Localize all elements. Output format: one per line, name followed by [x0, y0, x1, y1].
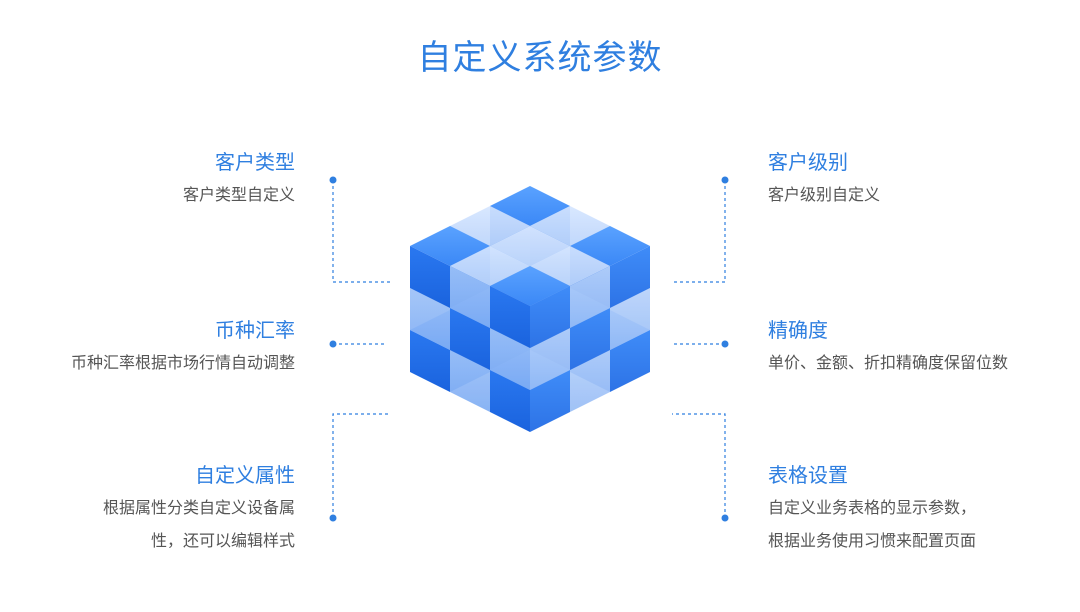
feature-desc: 单价、金额、折扣精确度保留位数: [768, 353, 1009, 372]
connector-dot: [721, 340, 729, 348]
feature-title: 精确度: [768, 318, 828, 342]
connector-dot: [721, 514, 729, 522]
connector-customer-type: [332, 180, 390, 283]
feature-desc-line-2: 根据业务使用习惯来配置页面: [768, 531, 977, 550]
connector-dot: [721, 176, 729, 184]
feature-precision: 精确度 单价、金额、折扣精确度保留位数: [768, 316, 1080, 379]
connector-custom-attributes: [332, 413, 390, 518]
feature-title: 客户级别: [768, 150, 848, 174]
feature-custom-attributes: 自定义属性 根据属性分类自定义设备属 性，还可以编辑样式: [0, 461, 295, 557]
feature-currency-rate: 币种汇率 币种汇率根据市场行情自动调整: [0, 316, 295, 379]
feature-title: 自定义属性: [195, 463, 295, 487]
feature-desc-line-1: 自定义业务表格的显示参数，: [768, 498, 977, 517]
connector-customer-level: [672, 180, 726, 283]
connector-dot: [329, 176, 337, 184]
feature-desc-line-1: 根据属性分类自定义设备属: [102, 498, 295, 517]
connector-dot: [329, 340, 337, 348]
feature-title: 表格设置: [768, 463, 848, 487]
feature-title: 客户类型: [215, 150, 295, 174]
feature-table-settings: 表格设置 自定义业务表格的显示参数， 根据业务使用习惯来配置页面: [768, 461, 1080, 557]
page-title: 自定义系统参数: [417, 38, 663, 78]
feature-desc: 客户类型自定义: [182, 185, 295, 204]
connector-dot: [329, 514, 337, 522]
feature-desc: 币种汇率根据市场行情自动调整: [70, 353, 295, 372]
feature-desc: 客户级别自定义: [768, 185, 881, 204]
feature-customer-type: 客户类型 客户类型自定义: [0, 148, 295, 211]
feature-title: 币种汇率: [215, 318, 295, 342]
feature-customer-level: 客户级别 客户级别自定义: [768, 148, 1080, 211]
cube-block-dark: [490, 266, 570, 348]
cube-illustration: [410, 186, 650, 432]
connector-table-settings: [672, 413, 726, 518]
feature-desc-line-2: 性，还可以编辑样式: [150, 531, 295, 550]
